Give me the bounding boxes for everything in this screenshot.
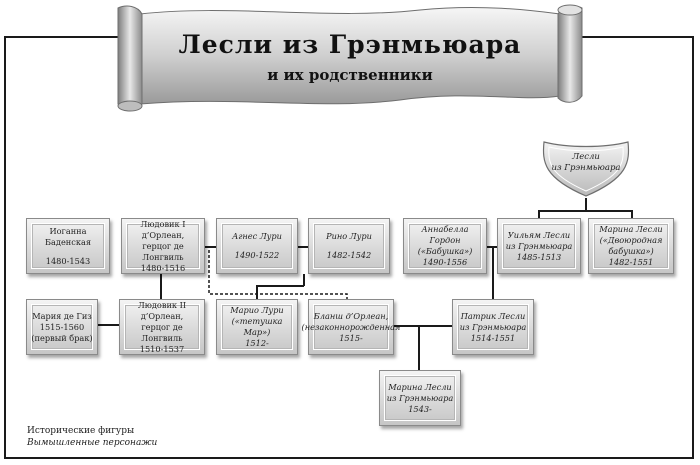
person-name: Агнес Лури	[232, 231, 282, 241]
connector-shield-stem	[585, 198, 587, 211]
person-nickname: («Двоюродная	[599, 235, 663, 245]
connector-to-marina-aunt	[631, 210, 633, 220]
person-name: Людовик II д’Орлеан,	[137, 299, 187, 321]
shield-label-line1: Лесли	[572, 152, 600, 162]
person-name: Иоганна Баденская	[45, 225, 91, 247]
connector-maria-ludovik2	[96, 324, 120, 326]
person-box-ludovik1[interactable]: Людовик I д’Орлеан, герцог де Лонгвиль 1…	[121, 218, 205, 274]
person-dates: 1490-1556	[422, 257, 468, 267]
person-box-patrick[interactable]: Патрик Лесли из Грэнмьюара 1514-1551	[452, 299, 534, 355]
connector-to-patrick	[492, 246, 494, 300]
person-dates: 1490-1522	[234, 250, 280, 260]
person-box-william[interactable]: Уильям Лесли из Грэнмьюара 1485-1513	[497, 218, 581, 274]
person-dates: 1480-1543	[45, 255, 91, 266]
connector-parents-to-mario-v	[256, 285, 258, 300]
person-house: из Грэнмьюара	[459, 321, 527, 332]
person-name: Патрик Лесли	[460, 310, 526, 321]
connector-ludovik1-to-ludovik2	[160, 274, 162, 300]
person-dates: 1515-	[339, 332, 363, 343]
person-name: Марина Лесли	[388, 381, 452, 392]
person-dates: 1480-1516	[140, 262, 186, 273]
person-name: Аннабелла Гордон	[421, 224, 469, 245]
person-nickname: («Бабушка»)	[417, 246, 473, 256]
person-dates: 1543-	[408, 403, 432, 414]
connector-agnes-rino-drop	[303, 274, 305, 286]
person-name: Мария де Гиз	[32, 310, 92, 321]
person-box-annabella[interactable]: Аннабелла Гордон («Бабушка») 1490-1556	[403, 218, 487, 274]
connector-to-marina	[418, 325, 420, 372]
person-name: Рино Лури	[326, 231, 372, 241]
person-dates: 1512-	[245, 338, 269, 348]
person-name: Марина Лесли	[599, 224, 663, 234]
person-dates: 1510-1537	[139, 343, 185, 354]
person-nickname: («тетушка Мар»)	[231, 316, 283, 337]
connector-shield-bar	[538, 210, 632, 212]
legend-fictional: Вымышленные персонажи	[27, 438, 158, 448]
connector-blanche-patrick	[393, 325, 453, 327]
person-box-marina[interactable]: Марина Лесли из Грэнмьюара 1543-	[379, 370, 461, 426]
diagram-subtitle: и их родственники	[267, 66, 433, 84]
person-box-agnes[interactable]: Агнес Лури 1490-1522	[216, 218, 298, 274]
connector-parents-to-mario-h	[256, 285, 304, 287]
connector-to-william	[538, 210, 540, 220]
person-box-rino[interactable]: Рино Лури 1482-1542	[308, 218, 390, 274]
connector-ludovik1-agnes	[205, 246, 219, 248]
person-note: (первый брак)	[31, 332, 93, 343]
person-box-marina-aunt[interactable]: Марина Лесли («Двоюродная бабушка») 1482…	[588, 218, 674, 274]
person-note: (незаконнорожденная	[301, 321, 401, 332]
diagram-title: Лесли из Грэнмьюара	[178, 30, 522, 59]
scroll-banner	[117, 4, 583, 112]
person-name: Людовик I д’Орлеан,	[140, 218, 186, 240]
person-nickname-cont: бабушка»)	[608, 246, 654, 256]
shield-label: Лесли из Грэнмьюара	[538, 152, 634, 174]
person-dates: 1485-1513	[516, 251, 562, 262]
person-house: из Грэнмьюара	[386, 392, 454, 403]
person-dates: 1482-1542	[326, 250, 372, 260]
person-title: герцог де Лонгвиль	[142, 240, 184, 262]
person-dates: 1482-1551	[608, 257, 654, 267]
person-dates: 1515-1560	[39, 321, 85, 332]
person-box-blanche[interactable]: Бланш д’Орлеан, (незаконнорожденная 1515…	[302, 299, 400, 355]
shield-label-line2: из Грэнмьюара	[551, 163, 621, 173]
person-house: из Грэнмьюара	[505, 240, 573, 251]
person-name: Уильям Лесли	[507, 229, 571, 240]
person-name: Бланш д’Орлеан,	[313, 310, 389, 321]
person-name: Марио Лури	[230, 305, 284, 315]
person-box-ludovik2[interactable]: Людовик II д’Орлеан, герцог де Лонгвиль …	[119, 299, 205, 355]
person-box-maria[interactable]: Мария де Гиз 1515-1560 (первый брак)	[26, 299, 98, 355]
person-box-ioganna[interactable]: Иоганна Баденская 1480-1543	[26, 218, 110, 274]
connector-agnes-rino	[297, 246, 309, 248]
person-dates: 1514-1551	[470, 332, 516, 343]
legend-historical: Исторические фигуры	[27, 426, 135, 436]
family-shield	[542, 141, 630, 197]
person-title: герцог де Лонгвиль	[141, 321, 183, 343]
person-box-mario[interactable]: Марио Лури («тетушка Мар») 1512-	[216, 299, 298, 355]
